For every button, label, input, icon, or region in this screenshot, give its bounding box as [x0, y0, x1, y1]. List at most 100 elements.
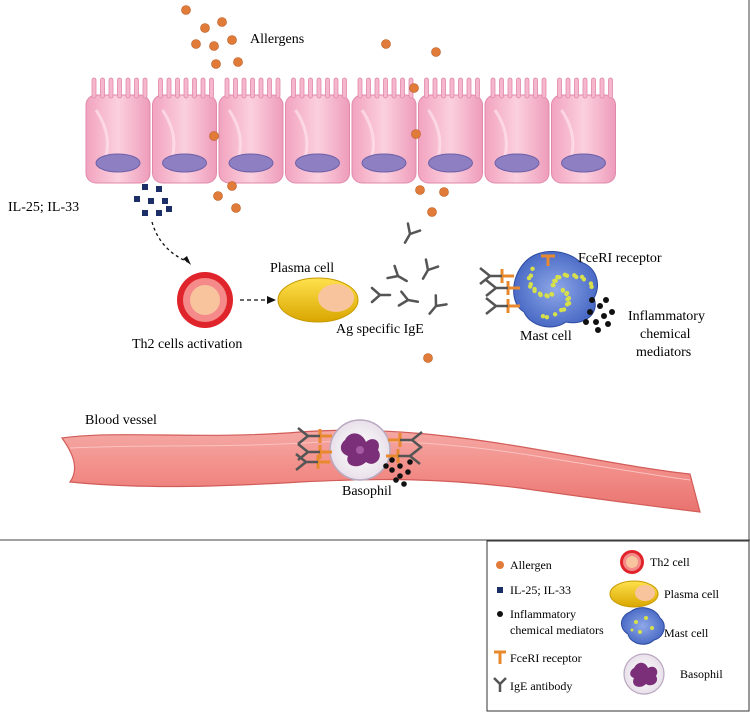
ige-antibody — [428, 294, 448, 315]
legend-th2-label: Th2 cell — [650, 555, 690, 569]
legend-ige-icon — [493, 677, 507, 692]
mast-cell-mediators — [583, 297, 615, 333]
ag-specific-ige-label: Ag specific IgE — [336, 322, 424, 337]
il-square — [142, 210, 148, 216]
allergen-particles — [181, 5, 517, 473]
basophil-receptors — [295, 427, 423, 471]
legend: Allergen IL-25; IL-33 Inflammatory chemi… — [486, 540, 750, 712]
legend-mediator-icon — [497, 611, 503, 617]
th2-to-plasma-arrowhead — [267, 296, 276, 304]
epithelial-cell — [484, 77, 550, 184]
granule — [581, 277, 587, 282]
blood-vessel-label: Blood vessel — [85, 413, 157, 428]
mast-cell-label: Mast cell — [520, 329, 572, 344]
mediator-dot — [595, 327, 601, 333]
allergen-particle — [181, 5, 191, 15]
ige-antibody — [421, 258, 440, 280]
epithelial-layer — [85, 77, 616, 184]
granule — [528, 273, 534, 278]
th2-cell — [177, 272, 233, 328]
mediator-dot — [589, 297, 595, 303]
basophil — [329, 419, 391, 481]
allergen-particle — [411, 129, 421, 139]
legend-il-label: IL-25; IL-33 — [510, 583, 571, 597]
il-square — [134, 196, 140, 202]
granule — [564, 273, 570, 278]
granule — [574, 274, 579, 280]
il-square — [156, 210, 162, 216]
epithelial-cell — [152, 77, 217, 184]
granule — [564, 302, 570, 307]
allergen-particle — [200, 23, 210, 33]
mediator-dot — [597, 303, 603, 309]
nucleus — [95, 153, 141, 173]
il-square — [148, 198, 154, 204]
mast-cell-group — [479, 250, 615, 333]
granule — [532, 286, 537, 292]
il-to-th2-arrowhead — [183, 256, 191, 265]
allergen-particle — [227, 181, 237, 191]
nucleus — [361, 153, 407, 173]
granule — [540, 314, 546, 319]
granule — [530, 266, 535, 271]
ige-antibody — [403, 222, 422, 244]
il-square — [166, 206, 172, 212]
il-to-th2-arrow — [151, 221, 189, 263]
fceri-receptor — [297, 427, 332, 445]
basophil-mediators — [383, 457, 413, 487]
mast-cell-granules — [526, 266, 594, 320]
legend-plasma-icon — [609, 580, 659, 608]
granule — [537, 291, 543, 296]
epithelial-cell — [85, 77, 151, 184]
nucleus — [228, 153, 274, 173]
legend-inflammatory-label-2: chemical mediators — [510, 623, 604, 637]
il-square — [162, 198, 168, 204]
mediator-dot — [393, 477, 399, 483]
mediator-dot — [603, 297, 609, 303]
ige-antibody — [370, 286, 392, 304]
allergen-particle — [427, 207, 437, 217]
fceri-receptor-label: FceRI receptor — [578, 251, 662, 266]
allergen-particle — [213, 191, 223, 201]
allergen-particle — [211, 59, 221, 69]
mediator-dot — [397, 463, 403, 469]
nucleus — [428, 153, 473, 173]
il-square — [142, 184, 148, 190]
fceri-receptor — [479, 267, 514, 285]
epithelial-cell — [418, 77, 483, 184]
inflammatory-label-1: Inflammatory — [628, 309, 705, 324]
granule — [560, 288, 566, 293]
epithelial-cell — [218, 77, 284, 184]
granule — [552, 312, 558, 317]
allergen-particle — [415, 185, 425, 195]
allergen-particle — [209, 131, 219, 141]
legend-fceri-label: FceRI receptor — [510, 651, 582, 665]
allergen-particle — [233, 57, 243, 67]
mediator-dot — [407, 459, 413, 465]
granule — [528, 282, 533, 287]
fceri-receptor — [295, 453, 330, 471]
granule — [551, 282, 556, 288]
mast-cell-receptors — [479, 254, 555, 315]
legend-th2-icon — [620, 550, 644, 574]
epithelial-cell — [285, 77, 350, 184]
inflammatory-label-2: chemical — [640, 327, 691, 342]
legend-il-icon — [497, 587, 503, 593]
legend-basophil-icon — [623, 653, 665, 695]
il-label: IL-25; IL-33 — [8, 200, 79, 215]
allergen-particle — [423, 353, 433, 363]
allergen-particle — [409, 83, 419, 93]
nucleus — [494, 153, 540, 173]
fceri-receptor — [485, 297, 520, 315]
mediator-dot — [605, 321, 611, 327]
legend-basophil-label: Basophil — [680, 667, 723, 681]
il-25-il-33-squares — [134, 184, 172, 216]
plasma-cell — [277, 277, 359, 323]
mediator-dot — [383, 463, 389, 469]
legend-mast-icon — [621, 607, 665, 645]
allergen-particle — [439, 187, 449, 197]
granule — [564, 291, 569, 297]
nucleus — [561, 153, 606, 173]
granule — [553, 278, 558, 283]
legend-ige-label: IgE antibody — [510, 679, 572, 693]
